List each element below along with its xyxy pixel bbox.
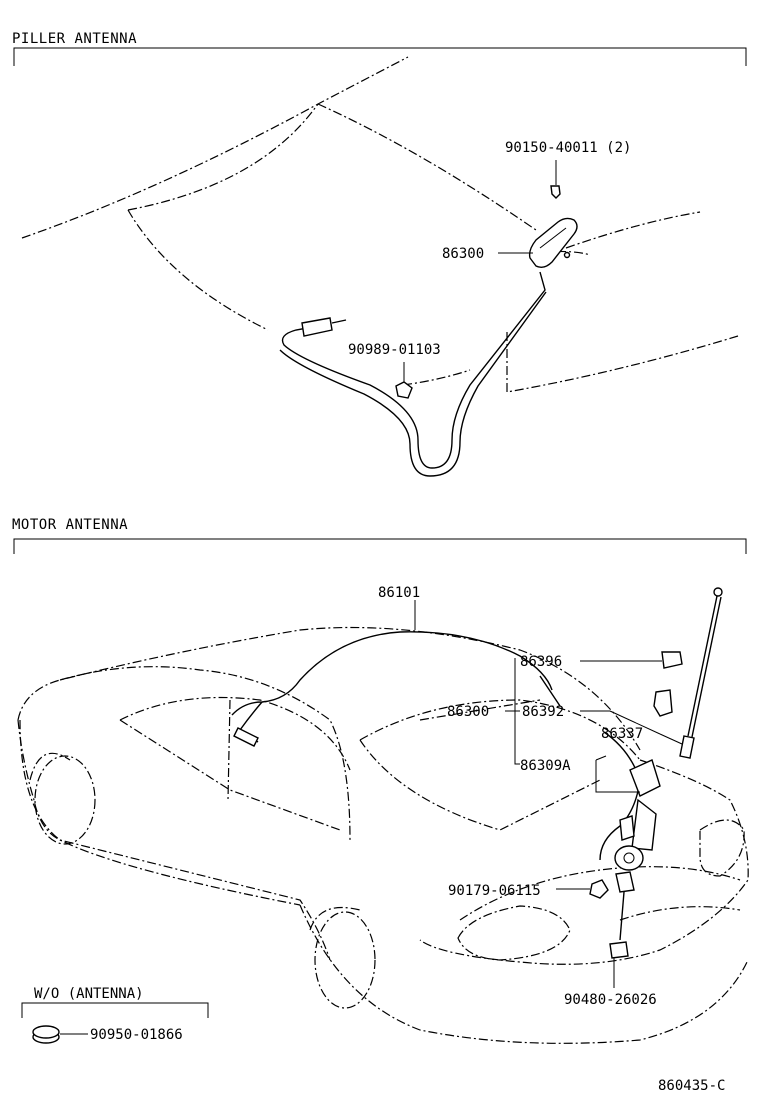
motor-antenna-title: MOTOR ANTENNA [12, 517, 128, 533]
part-label-86309A: 86309A [520, 758, 571, 774]
motor-section-bracket [13, 538, 747, 554]
without-antenna-section: W/O (ANTENNA) 90950-01866 [21, 986, 209, 1044]
leader-86392-b [609, 710, 661, 735]
bumper-line [619, 906, 741, 921]
b-pillar [227, 699, 231, 801]
window-sill [119, 719, 341, 831]
motor-antenna-hub [623, 852, 635, 864]
piller-section-bracket [13, 47, 747, 66]
rear-cable-stub [539, 675, 561, 707]
trunk-edge [459, 866, 741, 921]
cap-86392 [653, 689, 673, 717]
tail-lamp-left [457, 905, 571, 961]
bumper-outline [299, 904, 749, 1044]
pillar-base [402, 369, 471, 386]
piller-antenna-title: PILLER ANTENNA [12, 31, 137, 47]
motor-antenna-motor [631, 798, 657, 851]
plug-pin [331, 319, 347, 324]
antenna-slot [539, 227, 567, 249]
motor-antenna-upper [629, 759, 661, 797]
rear-wheel-arch [309, 906, 361, 931]
motor-antenna-section: MOTOR ANTENNA [12, 517, 749, 1044]
front-wheel-arch [29, 752, 71, 781]
motor-antenna-mast-tube [619, 891, 625, 941]
antenna-mast [687, 595, 718, 737]
part-label-90150-40011: 90150-40011 (2) [505, 140, 631, 156]
part-label-86300-top: 86300 [442, 246, 484, 262]
group-bracket-left [514, 658, 520, 765]
trunk-outline [419, 759, 749, 965]
door-frame [506, 332, 739, 393]
windshield-top [127, 103, 319, 211]
part-label-90950-01866: 90950-01866 [90, 1027, 183, 1043]
roof-line [21, 56, 409, 239]
part-label-90179-06115: 90179-06115 [448, 883, 541, 899]
pillar-antenna-body [528, 217, 578, 269]
motor-antenna-lead [599, 731, 641, 861]
tail-lamp-right [699, 819, 745, 877]
cable-plug [301, 317, 333, 337]
front-wheel [34, 755, 96, 845]
part-label-86300-mid: 86300 [447, 704, 489, 720]
roof-cable [231, 631, 553, 716]
roof-edge [317, 103, 537, 231]
antenna-mast-edge [691, 596, 722, 738]
cable-clamp [395, 381, 413, 399]
part-label-90989-01103: 90989-01103 [348, 342, 441, 358]
roof-line-mid [419, 699, 541, 721]
part-label-90480-26026: 90480-26026 [564, 992, 657, 1008]
leader-86337 [659, 733, 683, 745]
motor-antenna-relay [619, 815, 635, 841]
rear-wheel [314, 911, 376, 1009]
door-top [565, 211, 701, 249]
mast-base [679, 735, 695, 759]
grommet-86396 [661, 651, 683, 669]
motor-antenna-lower [615, 871, 635, 893]
windshield-line [127, 209, 269, 331]
part-label-86396: 86396 [520, 654, 562, 670]
car-roof-outline [17, 626, 641, 751]
part-label-86392: 86392 [522, 704, 564, 720]
car-side-outline [17, 719, 331, 961]
windshield-outline [59, 666, 351, 841]
screw-90150 [550, 185, 561, 199]
part-label-86101: 86101 [378, 585, 420, 601]
without-antenna-bracket [21, 1002, 209, 1018]
piller-antenna-section: PILLER ANTENNA 90150-40011 (2) 86300 909… [12, 31, 747, 477]
front-cable-plug [233, 727, 259, 747]
side-window [119, 696, 351, 771]
hole-plug-90950 [32, 1025, 60, 1039]
figure-id: 860435-C [658, 1078, 725, 1094]
motor-antenna-gear [614, 845, 644, 871]
antenna-cable [281, 271, 546, 469]
mast-tip [713, 587, 723, 597]
leader-86309A [595, 760, 640, 793]
rear-window [359, 699, 641, 761]
bracket-nut [589, 879, 609, 899]
antenna-nut [609, 941, 629, 959]
antenna-cable-outer [279, 291, 547, 477]
lower-body [19, 719, 301, 906]
leader-86309A-b [595, 755, 607, 761]
without-antenna-title: W/O (ANTENNA) [34, 986, 144, 1002]
rear-window-lower [359, 739, 601, 831]
part-label-86337: 86337 [601, 726, 643, 742]
mount-hole [563, 251, 571, 259]
